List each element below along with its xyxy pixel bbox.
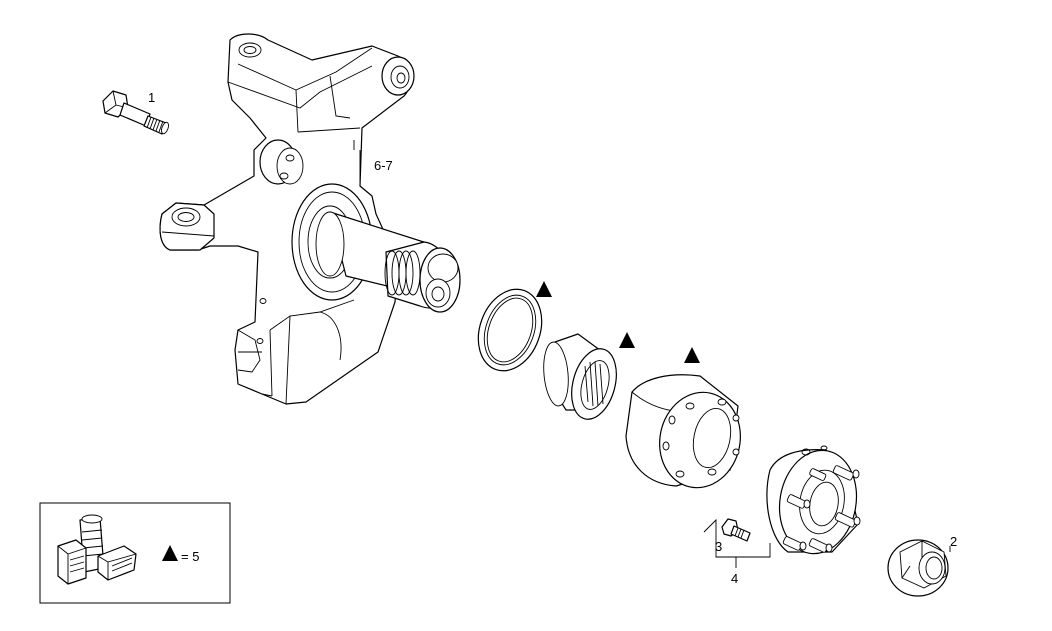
callout-2: 2 [950, 534, 957, 549]
callout-6-7: 6-7 [374, 158, 393, 173]
torque-triangle-icon-housing [684, 347, 700, 363]
wheel-bearing-part [543, 333, 617, 420]
legend-triangle-icon [162, 545, 178, 561]
snap-ring-part [477, 288, 543, 372]
torque-triangle-icon-bearing [619, 332, 635, 348]
legend-note: = 5 [181, 549, 199, 564]
torque-triangle-icon-ring [536, 281, 552, 297]
tools-icon [57, 514, 137, 585]
wheel-hub-part [766, 445, 861, 555]
bolt-part [102, 90, 169, 135]
callout-3: 3 [715, 539, 722, 554]
bearing-housing-part [625, 374, 741, 489]
hub-bolt-part [721, 518, 751, 542]
callout-4: 4 [731, 571, 738, 586]
callout-1: 1 [148, 90, 155, 105]
flange-nut-part [887, 539, 949, 597]
leader-lines [359, 150, 951, 568]
legend-box: = 5 [39, 502, 231, 604]
steering-knuckle-part [159, 33, 461, 405]
